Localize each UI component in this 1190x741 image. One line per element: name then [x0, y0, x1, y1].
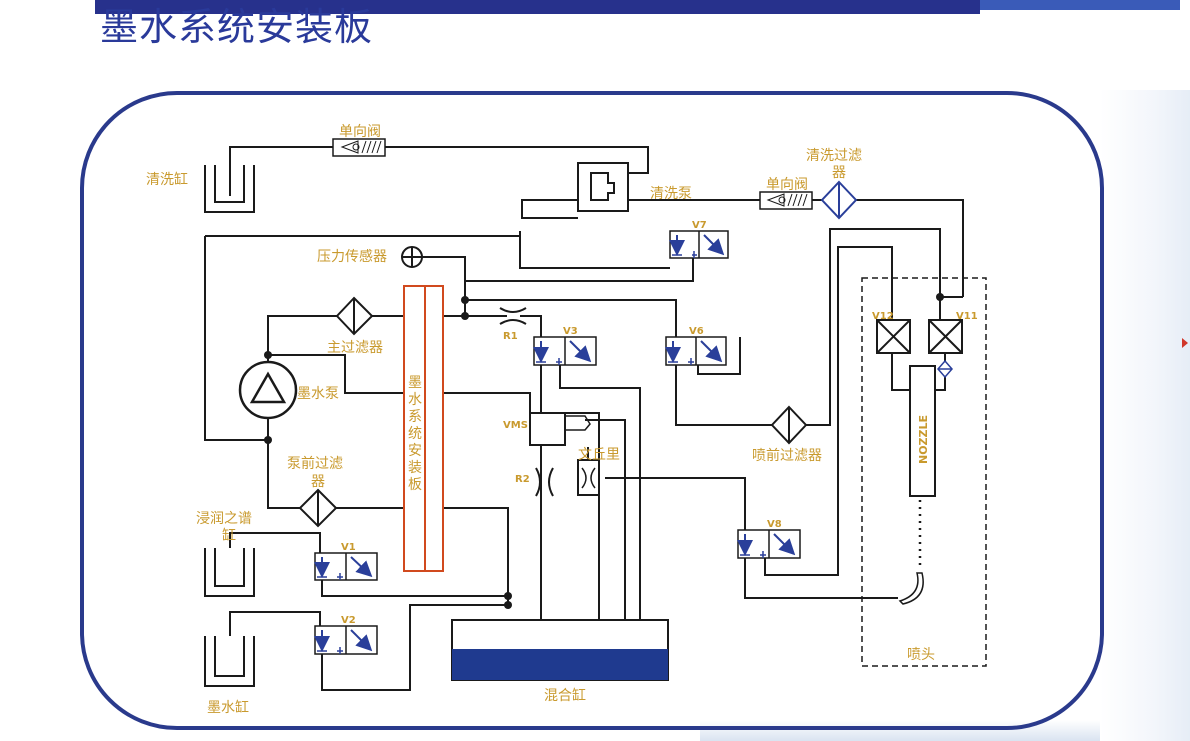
page-title: 墨水系统安装板 — [100, 5, 374, 49]
top-banner-band — [95, 0, 980, 14]
nozzle-head-enclosure — [861, 277, 987, 667]
cleaning-filter — [820, 180, 858, 220]
pre-nozzle-filter — [770, 405, 808, 445]
valve-v2 — [314, 625, 378, 655]
valve-v7 — [669, 230, 729, 259]
label-cleaning-filter-1: 清洗过滤 — [806, 148, 862, 164]
label-ink-pump: 墨水泵 — [297, 386, 339, 402]
top-banner — [0, 0, 1190, 16]
board-char-7: 板 — [408, 477, 422, 493]
installation-board — [403, 285, 444, 572]
label-main-filter: 主过滤器 — [327, 340, 383, 356]
background-fade-bottom — [700, 720, 1100, 741]
valve-v1 — [314, 552, 378, 581]
next-slide-arrow-icon[interactable] — [1182, 338, 1188, 348]
check-valve-right — [759, 191, 813, 210]
junction-dots — [264, 293, 944, 609]
valve-v6 — [665, 336, 727, 366]
cleaning-tank — [204, 165, 255, 213]
board-char-6: 装 — [408, 460, 422, 476]
soak-tank — [204, 548, 255, 597]
label-r2: R2 — [515, 474, 530, 485]
board-char-1: 墨 — [408, 376, 422, 391]
cleaning-pump — [577, 162, 629, 212]
ink-tank — [204, 636, 255, 687]
label-cleaning-tank: 清洗缸 — [146, 171, 188, 188]
board-char-4: 统 — [408, 426, 422, 442]
restrictor-r2 — [535, 467, 554, 497]
label-v1: V1 — [341, 542, 356, 553]
label-v11: V11 — [956, 311, 978, 322]
label-v6: V6 — [689, 326, 704, 337]
valve-v12 — [876, 319, 911, 354]
board-char-2: 水 — [408, 392, 422, 408]
label-soak-tank-2: 缸 — [222, 527, 236, 544]
label-nozzle-head: 喷头 — [907, 647, 935, 663]
check-valve-top — [332, 138, 386, 157]
label-pressure-sensor: 压力传感器 — [317, 248, 387, 265]
labels: 清洗缸 单向阀 清洗泵 单向阀 清洗过滤 器 压力传感器 主过滤器 墨水泵 泵前… — [146, 124, 978, 716]
mixing-tank — [451, 619, 669, 681]
label-check-valve-top: 单向阀 — [339, 124, 381, 140]
nozzle-small-filter — [937, 359, 953, 379]
label-check-valve-right: 单向阀 — [766, 177, 808, 193]
label-v3: V3 — [563, 326, 578, 337]
label-v2: V2 — [341, 615, 356, 626]
label-pre-nozzle-filter: 喷前过滤器 — [752, 447, 822, 464]
label-ink-tank: 墨水缸 — [207, 699, 249, 716]
label-v12: V12 — [872, 311, 894, 322]
valve-v3 — [533, 336, 597, 366]
top-banner-accent — [980, 0, 1180, 10]
board-char-5: 安 — [408, 443, 422, 459]
main-filter — [335, 296, 374, 336]
label-nozzle: NOZZLE — [917, 415, 930, 464]
restrictor-r1 — [499, 307, 527, 325]
label-r1: R1 — [503, 331, 518, 342]
ink-pump — [238, 360, 298, 420]
pressure-sensor — [401, 246, 423, 268]
pre-pump-filter — [298, 488, 338, 528]
diagram-frame — [80, 91, 1104, 730]
board-char-3: 系 — [408, 409, 422, 425]
vms-unit — [529, 412, 591, 446]
label-v7: V7 — [692, 220, 707, 231]
label-soak-tank-1: 浸润之谱 — [196, 511, 252, 527]
label-v8: V8 — [767, 519, 782, 530]
label-cleaning-pump: 清洗泵 — [650, 186, 692, 202]
background-fade — [1100, 90, 1190, 741]
gutter — [898, 572, 924, 605]
valve-v8 — [737, 529, 801, 559]
label-cleaning-filter-2: 器 — [832, 166, 846, 181]
nozzle-body — [909, 365, 936, 497]
label-vms: VMS — [503, 420, 528, 431]
label-mixing-tank: 混合缸 — [544, 687, 586, 704]
pipes — [204, 146, 964, 691]
label-venturi: 文丘里 — [578, 447, 620, 463]
label-pre-pump-filter-2: 器 — [311, 475, 325, 490]
label-pre-pump-filter-1: 泵前过滤 — [287, 455, 343, 472]
valve-v11 — [928, 319, 963, 354]
venturi-unit — [577, 459, 600, 496]
